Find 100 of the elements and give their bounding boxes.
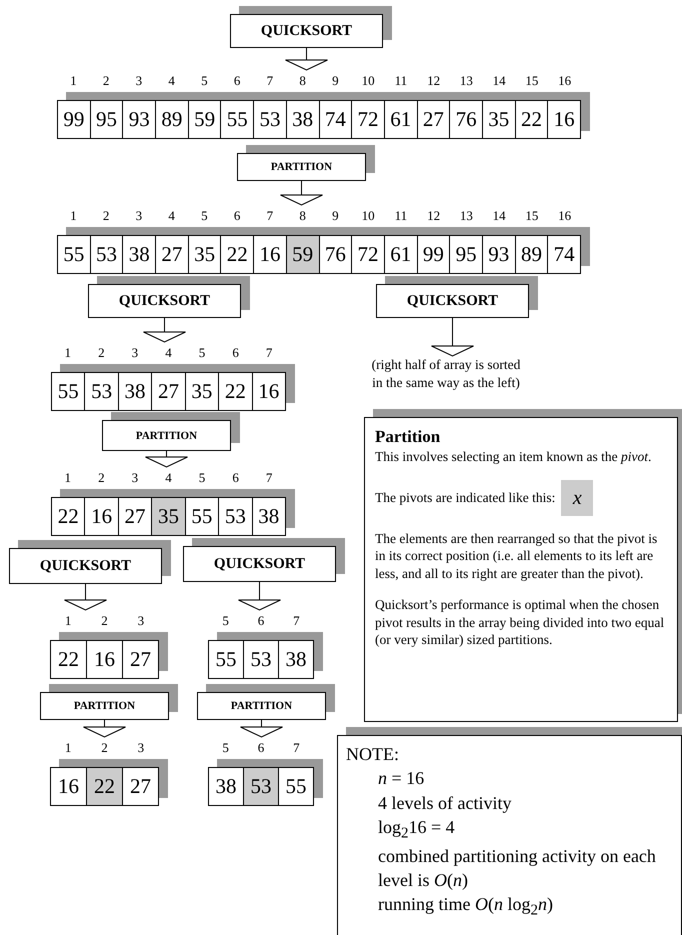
array-cell: 59	[286, 236, 320, 273]
note-line: 4 levels of activity	[377, 792, 512, 815]
index-number: 11	[394, 73, 408, 89]
index-number: 6	[232, 73, 242, 89]
paragraph: The pivots are indicated like this:	[375, 488, 556, 506]
array-cell: 72	[352, 236, 385, 273]
index-number: 3	[134, 73, 144, 89]
paragraph: Quicksort’s performance is optimal when the chosen pivot results in the array being divided into two equal (or very similar) sized partitions.	[375, 596, 666, 649]
index-number: 1	[64, 740, 72, 756]
arrow	[143, 318, 186, 342]
note-line: NOTE:	[346, 743, 400, 766]
index-number: 1	[64, 345, 72, 361]
index-number: 1	[64, 470, 72, 486]
array-cell: 93	[123, 101, 156, 138]
array-cell: 35	[152, 498, 186, 535]
array-cell: 53	[219, 498, 253, 535]
index-number: 8	[298, 73, 307, 89]
pivot-sample-cell: x	[561, 480, 594, 516]
array-cell: 38	[252, 498, 286, 535]
array-cell: 16	[85, 498, 119, 535]
array-cell: 22	[219, 373, 253, 410]
index-number: 5	[198, 345, 206, 361]
note-line: running time O(n log$_{2}$n)	[377, 893, 554, 921]
array-cell: 72	[352, 101, 385, 138]
array-cell: 35	[186, 373, 220, 410]
index-number: 6	[256, 613, 266, 629]
index-number: 3	[134, 208, 144, 224]
index-number: 6	[256, 740, 266, 756]
index-number: 16	[557, 208, 572, 224]
arrow	[285, 48, 328, 70]
index-number: 7	[266, 208, 274, 224]
index-number: 10	[360, 73, 376, 89]
index-number: 3	[130, 470, 140, 486]
index-number: 4	[167, 73, 176, 89]
index-number: 10	[360, 208, 376, 224]
index-number: 3	[136, 740, 146, 756]
index-number: 15	[524, 73, 540, 89]
array-cell: 16	[252, 373, 286, 410]
array-cell: 38	[118, 373, 152, 410]
array-cell: 95	[90, 101, 124, 138]
array-cell: 38	[279, 641, 314, 678]
array-cell: 53	[244, 768, 279, 805]
index-number: 7	[264, 470, 274, 486]
index-number: 1	[69, 208, 78, 224]
index-number: 2	[102, 208, 110, 224]
index-number: 12	[426, 208, 442, 224]
index-number: 3	[130, 345, 140, 361]
index-number: 14	[492, 73, 507, 89]
array-cell: 22	[52, 498, 86, 535]
note-line: log$_{2}$16 = 4	[377, 816, 456, 844]
note-line: combined partitioning activity on each level is O(n)	[377, 844, 657, 892]
index-number: 4	[167, 208, 176, 224]
paragraph: The elements are then rearranged so that the pivot is in its correct position (i.e. all elements to its left are less, and all to its right are greater than the pivot).	[375, 530, 658, 582]
index-number: 13	[458, 208, 474, 224]
index-number: 16	[557, 73, 572, 89]
array-cell: 95	[450, 236, 483, 273]
array-cell: 38	[286, 101, 320, 138]
arrow	[83, 720, 126, 738]
arrow	[240, 720, 283, 738]
index-number: 13	[458, 73, 474, 89]
index-number: 4	[164, 345, 173, 361]
array-cell: 27	[156, 236, 189, 273]
index-number: 7	[292, 613, 301, 629]
array-cell: 27	[123, 768, 159, 805]
arrow	[64, 584, 107, 610]
array-cell: 55	[209, 641, 244, 678]
array-cell: 53	[90, 236, 124, 273]
index-number: 7	[292, 740, 301, 756]
arrow	[280, 180, 323, 206]
array-cell: 22	[221, 236, 254, 273]
array-cell: 61	[384, 236, 418, 273]
index-number: 4	[164, 470, 173, 486]
array-cell: 27	[418, 101, 450, 138]
array-cell: 55	[221, 101, 254, 138]
index-number: 9	[331, 208, 340, 224]
array-cell: 53	[254, 101, 287, 138]
index-number: 7	[264, 345, 274, 361]
index-number: 5	[221, 740, 230, 756]
arrow	[431, 318, 474, 356]
panel-heading: Partition	[375, 426, 442, 448]
array-cell: 59	[188, 101, 222, 138]
array-cell: 27	[152, 373, 186, 410]
index-number: 11	[394, 208, 408, 224]
note-line: n = 16	[377, 767, 426, 790]
array-cell: 27	[123, 641, 159, 678]
index-number: 7	[266, 73, 274, 89]
index-number: 1	[64, 613, 72, 629]
array-cell: 89	[516, 236, 548, 273]
array-cell: 76	[320, 236, 352, 273]
index-number: 2	[97, 470, 106, 486]
index-number: 15	[524, 208, 540, 224]
index-number: 9	[331, 73, 340, 89]
index-number: 2	[100, 740, 109, 756]
index-number: 14	[492, 208, 507, 224]
index-number: 5	[200, 73, 209, 89]
index-number: 2	[97, 345, 106, 361]
index-number: 6	[232, 208, 242, 224]
index-number: 2	[100, 613, 109, 629]
index-number: 5	[198, 470, 206, 486]
arrow	[238, 582, 281, 610]
